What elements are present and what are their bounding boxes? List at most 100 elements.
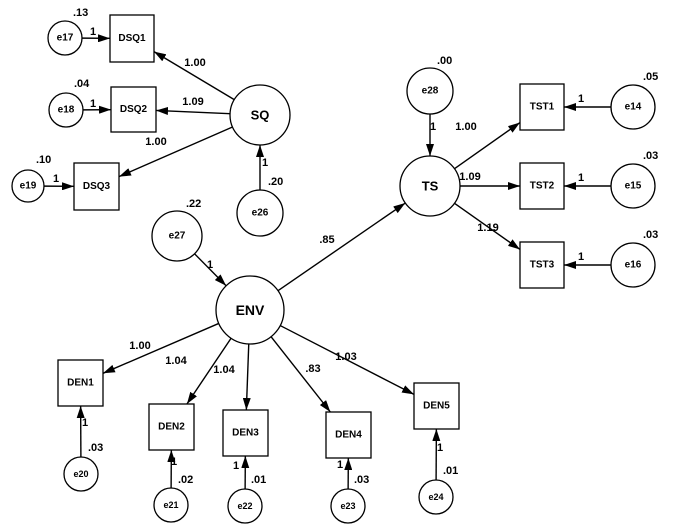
variance-label: .01 (251, 474, 266, 486)
latent-variable-label: SQ (251, 108, 270, 123)
observed-variable-label: DEN4 (335, 430, 362, 441)
path-coefficient-label: 1 (437, 442, 443, 454)
latent-variable-circle[interactable] (215, 275, 285, 345)
observed-variable-label: DEN1 (67, 378, 94, 389)
error-term-e26[interactable]: e26 (236, 189, 284, 237)
latent-variable-circle[interactable] (399, 155, 461, 217)
path-coefficient-label: 1 (90, 98, 96, 110)
observed-variable-dsq1[interactable]: DSQ1 (109, 14, 155, 63)
observed-variable-box[interactable] (57, 359, 104, 407)
observed-variable-dsq2[interactable]: DSQ2 (110, 86, 157, 133)
latent-variable-label: ENV (236, 302, 265, 318)
error-term-circle[interactable] (151, 210, 203, 262)
error-term-e24[interactable]: e24 (418, 479, 454, 515)
error-term-label: e21 (163, 500, 178, 510)
observed-variable-box[interactable] (519, 241, 565, 289)
error-term-label: e14 (625, 102, 642, 113)
observed-variable-box[interactable] (519, 162, 565, 210)
error-term-circle[interactable] (610, 163, 656, 209)
error-term-e18[interactable]: e18 (48, 92, 84, 128)
observed-variable-box[interactable] (413, 382, 460, 430)
variance-label: .20 (268, 176, 283, 188)
observed-variable-den1[interactable]: DEN1 (57, 359, 104, 407)
error-term-e23[interactable]: e23 (330, 488, 366, 524)
error-term-e21[interactable]: e21 (153, 487, 189, 523)
path-coefficient-label: 1 (578, 93, 584, 105)
error-term-circle[interactable] (406, 67, 454, 115)
error-term-label: e22 (237, 501, 252, 511)
error-term-circle[interactable] (47, 20, 83, 56)
path-env-to-den3 (242, 343, 251, 411)
path-coefficient-label: 1.04 (213, 364, 235, 376)
path-coefficient-label: 1 (430, 121, 436, 133)
observed-variable-box[interactable] (222, 409, 269, 457)
observed-variable-box[interactable] (519, 83, 565, 131)
error-term-circle[interactable] (236, 189, 284, 237)
observed-variable-label: DEN2 (158, 422, 185, 433)
observed-variable-label: DEN3 (232, 428, 259, 439)
path-env-to-den5 (279, 324, 415, 396)
path-sq-to-dsq1 (153, 51, 235, 101)
latent-variable-ts[interactable]: TS (399, 155, 461, 217)
variance-label: .05 (643, 71, 658, 83)
variance-label: .03 (643, 229, 658, 241)
variance-label: .03 (643, 150, 658, 162)
path-coefficient-label: 1 (578, 251, 584, 263)
observed-variable-box[interactable] (110, 86, 157, 133)
error-term-e27[interactable]: e27 (151, 210, 203, 262)
variance-label: .02 (178, 474, 193, 486)
observed-variable-label: TST3 (530, 260, 555, 271)
error-term-label: e20 (73, 469, 88, 479)
observed-variable-dsq3[interactable]: DSQ3 (73, 162, 120, 211)
observed-variable-den5[interactable]: DEN5 (413, 382, 460, 430)
error-term-e22[interactable]: e22 (227, 488, 263, 524)
nodes-layer: SQTSENVDSQ1DSQ2DSQ3TST1TST2TST3DEN1DEN2D… (11, 14, 656, 524)
error-term-e28[interactable]: e28 (406, 67, 454, 115)
path-sq-to-dsq2 (155, 107, 231, 115)
path-coefficient-label: 1.19 (477, 222, 498, 234)
observed-variable-box[interactable] (148, 403, 195, 451)
variance-label: .01 (443, 465, 458, 477)
error-term-circle[interactable] (48, 92, 84, 128)
error-term-circle[interactable] (330, 488, 366, 524)
error-term-circle[interactable] (610, 84, 656, 130)
error-term-circle[interactable] (11, 169, 45, 203)
error-term-circle[interactable] (63, 456, 99, 492)
path-coefficient-label: 1.09 (459, 171, 480, 183)
latent-variable-circle[interactable] (229, 84, 291, 146)
observed-variable-label: DEN5 (423, 401, 450, 412)
observed-variable-tst2[interactable]: TST2 (519, 162, 565, 210)
path-coefficient-label: 1.00 (184, 57, 205, 69)
error-term-circle[interactable] (227, 488, 263, 524)
error-term-e14[interactable]: e14 (610, 84, 656, 130)
error-term-circle[interactable] (418, 479, 454, 515)
variance-label: .03 (88, 442, 103, 454)
path-env-to-ts (277, 202, 406, 292)
error-term-circle[interactable] (153, 487, 189, 523)
observed-variable-box[interactable] (73, 162, 120, 211)
observed-variable-label: DSQ2 (120, 104, 148, 115)
error-term-e19[interactable]: e19 (11, 169, 45, 203)
labels-layer: 1.001.091.001.001.091.19.851.001.041.04.… (36, 7, 658, 486)
observed-variable-box[interactable] (325, 411, 372, 459)
error-term-label: e23 (340, 501, 355, 511)
error-term-e16[interactable]: e16 (610, 242, 656, 288)
observed-variable-den2[interactable]: DEN2 (148, 403, 195, 451)
error-term-label: e17 (57, 33, 74, 44)
latent-variable-env[interactable]: ENV (215, 275, 285, 345)
error-term-circle[interactable] (610, 242, 656, 288)
observed-variable-tst1[interactable]: TST1 (519, 83, 565, 131)
observed-variable-box[interactable] (109, 14, 155, 63)
error-term-e15[interactable]: e15 (610, 163, 656, 209)
error-term-e17[interactable]: e17 (47, 20, 83, 56)
observed-variable-den4[interactable]: DEN4 (325, 411, 372, 459)
observed-variable-den3[interactable]: DEN3 (222, 409, 269, 457)
observed-variable-tst3[interactable]: TST3 (519, 241, 565, 289)
error-term-e20[interactable]: e20 (63, 456, 99, 492)
path-coefficient-label: 1.00 (455, 121, 476, 133)
path-e27-to-env (194, 253, 227, 287)
path-coefficient-label: 1 (171, 456, 177, 468)
path-coefficient-label: 1 (578, 172, 584, 184)
latent-variable-sq[interactable]: SQ (229, 84, 291, 146)
